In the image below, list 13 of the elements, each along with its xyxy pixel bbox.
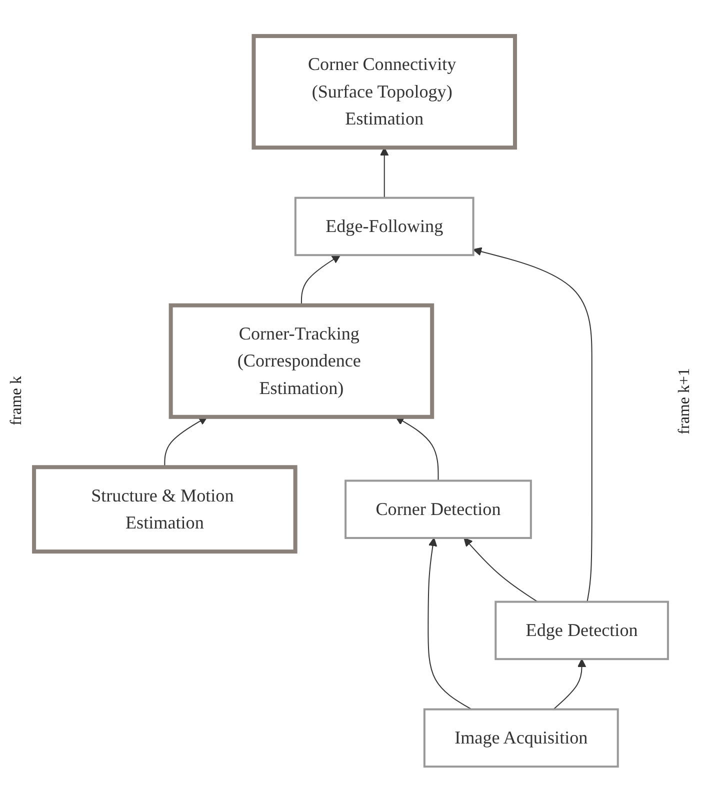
arrow	[553, 658, 586, 710]
frame-label: frame k	[8, 376, 26, 426]
arrow	[464, 537, 538, 602]
node-box: Edge Detection	[494, 600, 669, 660]
node-box: Edge-Following	[294, 196, 474, 256]
arrow	[300, 254, 341, 306]
arrow	[472, 246, 592, 602]
frame-label: frame k+1	[676, 368, 694, 434]
node-box: Corner Detection	[344, 479, 532, 539]
node-box: Image Acquisition	[423, 708, 619, 768]
node-box: Structure & Motion Estimation	[32, 464, 298, 554]
node-box: Corner Connectivity (Surface Topology) Estimation	[252, 34, 517, 150]
node-box: Corner-Tracking (Correspondence Estimation)	[168, 303, 434, 419]
